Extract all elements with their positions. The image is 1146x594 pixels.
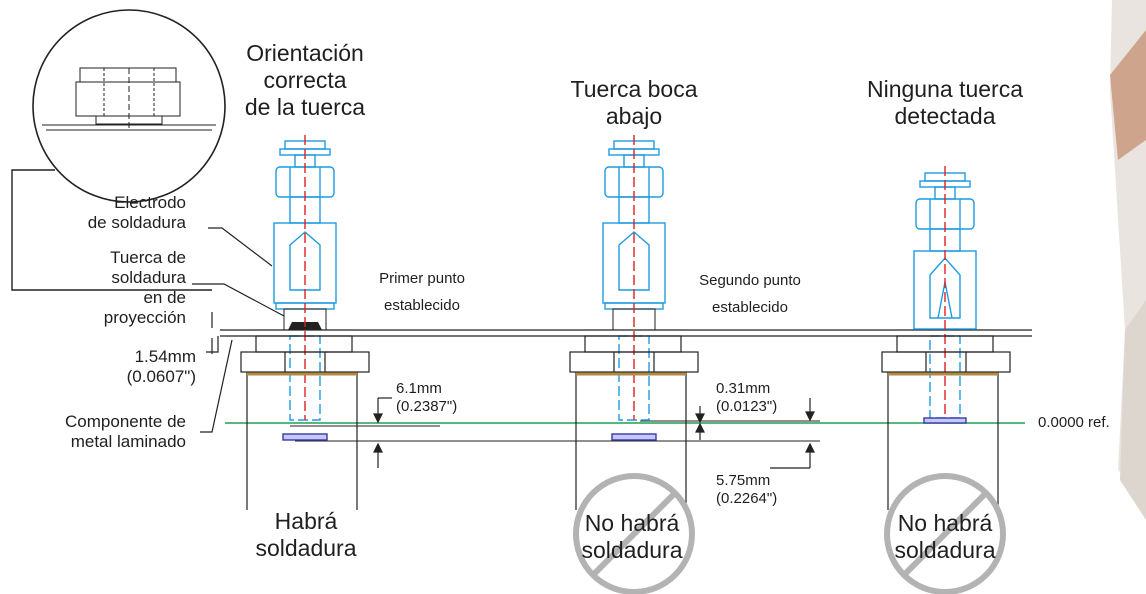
sheet-metal bbox=[220, 329, 1032, 337]
electrode-assembly-upside-down bbox=[569, 135, 699, 510]
label-second-set-point: Segundo punto establecido bbox=[699, 272, 801, 316]
leader-lines bbox=[192, 227, 285, 433]
title-nut-upside-down: Tuerca boca abajo bbox=[570, 76, 698, 130]
label-weld-nut: Tuerca de soldadura en de proyección bbox=[103, 248, 186, 328]
dimension-arrows bbox=[373, 397, 815, 469]
result-weld: Habrá soldadura bbox=[255, 508, 357, 562]
set-point-lines bbox=[290, 420, 820, 442]
label-reference: 0.0000 ref. bbox=[1038, 414, 1110, 431]
prohibited-icon bbox=[573, 473, 695, 594]
electrode-assembly-correct bbox=[240, 135, 370, 510]
label-electrode: Electrodo de soldadura bbox=[87, 193, 186, 233]
dimension-third-gap: 5.75mm (0.2264") bbox=[716, 472, 778, 507]
photo-fragment bbox=[1110, 0, 1146, 520]
result-no-weld-no-nut: No habrá soldadura bbox=[894, 510, 996, 564]
dimension-second-gap: 0.31mm (0.0123") bbox=[716, 380, 778, 415]
electrode-assembly-no-nut bbox=[881, 166, 1011, 510]
title-no-nut-detected: Ninguna tuerca detectada bbox=[867, 76, 1023, 130]
dimension-first-gap: 6.1mm (0.2387") bbox=[396, 380, 458, 415]
result-no-weld-upside-down: No habrá soldadura bbox=[581, 510, 683, 564]
magnifier-circle-icon bbox=[11, 9, 226, 291]
label-first-set-point: Primer punto establecido bbox=[379, 270, 465, 314]
dimension-sheet-thickness: 1.54mm (0.0607") bbox=[126, 347, 196, 387]
title-correct-orientation: Orientación correcta de la tuerca bbox=[244, 40, 366, 121]
label-sheet-component: Componente de metal laminado bbox=[65, 412, 186, 452]
prohibited-icon bbox=[884, 473, 1006, 594]
